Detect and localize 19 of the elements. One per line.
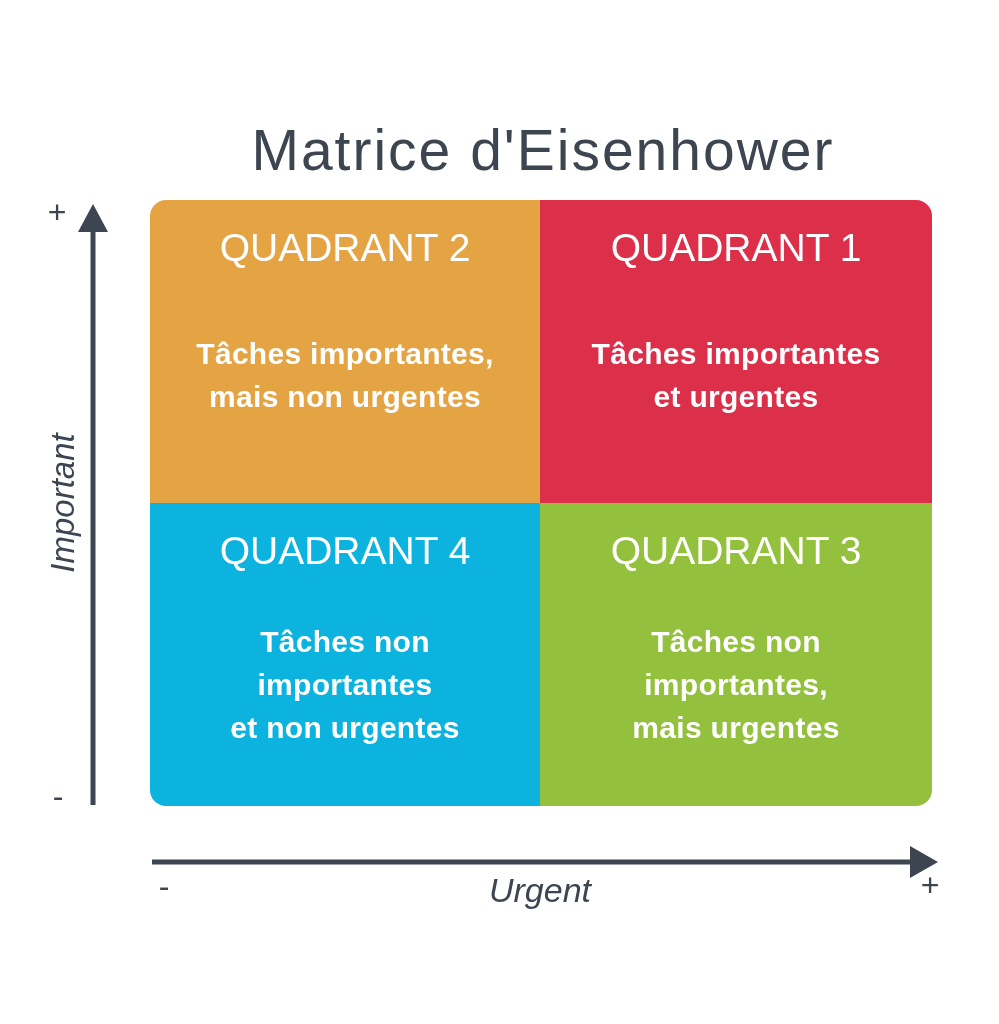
quadrant-panel bbox=[540, 503, 932, 806]
axis-end-label: + bbox=[47, 193, 67, 231]
axis-end-label: - bbox=[158, 867, 170, 905]
quadrant-heading: QUADRANT 3 bbox=[609, 528, 863, 574]
quadrant-description: Tâches non importantes et non urgentes bbox=[230, 624, 460, 746]
axis-end-label: - bbox=[52, 777, 64, 815]
axis-title: Important bbox=[44, 433, 82, 573]
axis-end-label: + bbox=[920, 866, 940, 904]
quadrant-description: Tâches importantes, mais non urgentes bbox=[196, 336, 494, 415]
quadrant-description: Tâches importantes et urgentes bbox=[591, 336, 881, 415]
quadrant-description: Tâches non importantes, mais urgentes bbox=[632, 624, 840, 746]
quadrant-panel bbox=[150, 200, 540, 503]
quadrant-heading: QUADRANT 4 bbox=[218, 528, 472, 574]
quadrant-heading: QUADRANT 1 bbox=[609, 225, 863, 271]
quadrant-panel bbox=[540, 200, 932, 503]
diagram-title: Matrice d'Eisenhower bbox=[251, 117, 835, 183]
quadrant-panel bbox=[150, 503, 540, 806]
quadrant-heading: QUADRANT 2 bbox=[218, 225, 472, 271]
axis-title: Urgent bbox=[488, 871, 592, 911]
